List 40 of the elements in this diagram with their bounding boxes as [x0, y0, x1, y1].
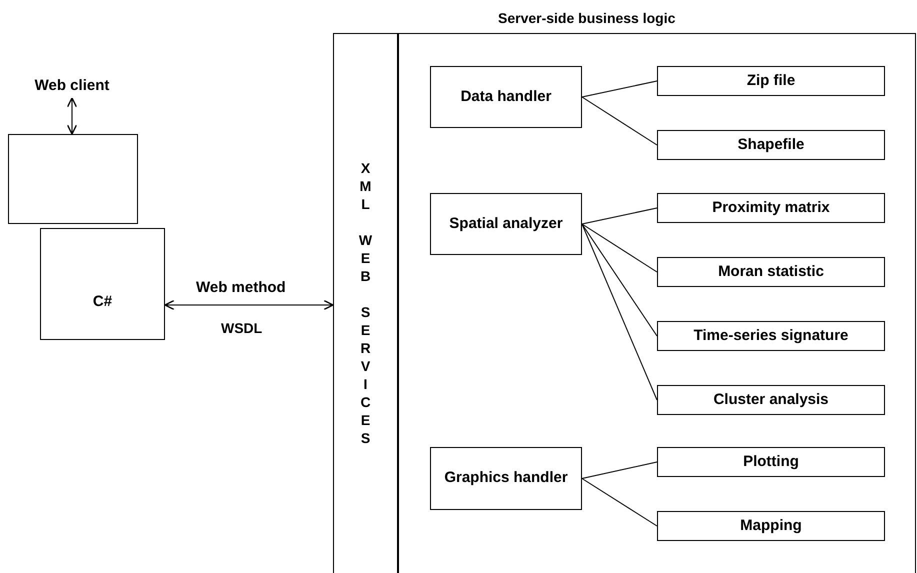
panel-heading: Server-side business logic [498, 9, 676, 28]
process-box [657, 447, 885, 477]
process-box [40, 228, 165, 340]
process-box [430, 66, 582, 128]
box-label: Spatial analyzer [449, 214, 563, 234]
process-box [657, 385, 885, 415]
process-box [657, 257, 885, 287]
box-label: Time-series signature [694, 326, 848, 346]
connector-line [582, 80, 658, 98]
service-column [333, 33, 398, 573]
empty-box [8, 134, 138, 224]
connector-line [582, 224, 658, 336]
process-box [657, 193, 885, 223]
process-box [657, 130, 885, 160]
connector-line [582, 208, 658, 224]
arrow [164, 300, 334, 310]
process-box [657, 66, 885, 96]
connector-line [582, 478, 658, 526]
box-label: Graphics handler [444, 468, 568, 488]
connector-line [582, 96, 658, 146]
process-box [430, 193, 582, 255]
process-box [657, 321, 885, 351]
connector-line [582, 462, 658, 479]
box-label: Zip file [746, 70, 796, 91]
client-label: Web client [34, 76, 110, 96]
arrow [66, 97, 78, 135]
process-box [430, 447, 582, 510]
box-label: Shapefile [738, 134, 804, 155]
box-label: Moran statistic [718, 262, 824, 282]
box-label: C# [92, 292, 112, 312]
box-label: Mapping [740, 516, 802, 536]
box-label: Proximity matrix [712, 198, 830, 218]
box-label: Plotting [743, 452, 799, 472]
box-label: Data handler [460, 86, 552, 107]
protocol-label: WSDL [221, 319, 262, 338]
process-box [657, 511, 885, 541]
connector-line [582, 224, 658, 272]
connector-line [582, 224, 658, 400]
box-label: Cluster analysis [713, 390, 829, 410]
vertical-label: XML WEB SERVICES [358, 159, 372, 448]
